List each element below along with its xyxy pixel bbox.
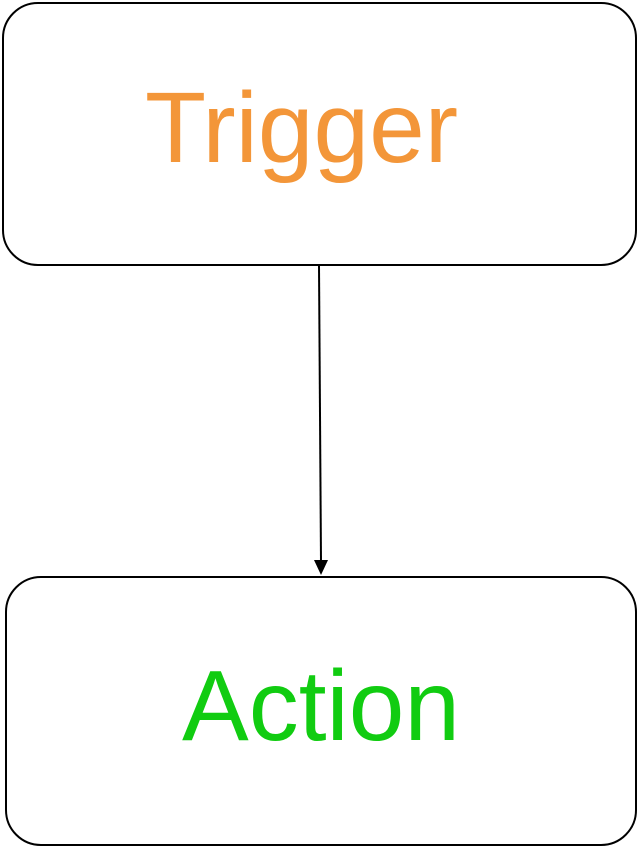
arrow-head: [314, 560, 328, 575]
arrow-line: [318, 265, 322, 563]
trigger-label: Trigger: [144, 72, 459, 184]
action-label: Action: [182, 650, 460, 762]
action-node: Action: [5, 576, 637, 846]
trigger-node: Trigger: [2, 2, 637, 266]
